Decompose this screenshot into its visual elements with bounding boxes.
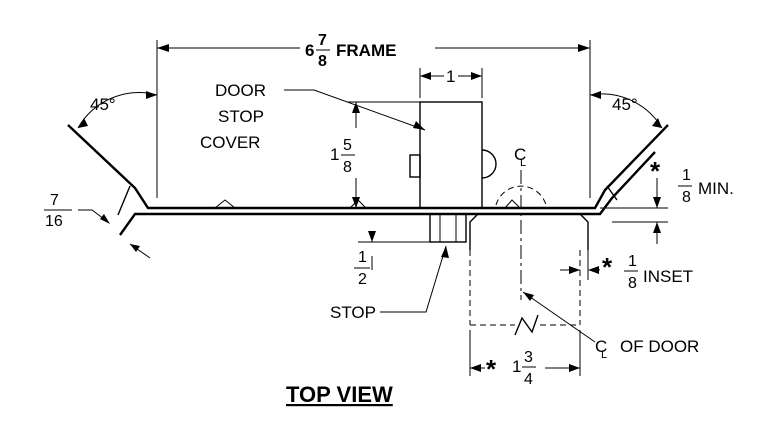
frame-width-dimension (156, 40, 591, 198)
frame-dim-num: 7 (318, 32, 327, 49)
stop-depth-dimension (358, 231, 430, 270)
angle-right (589, 91, 663, 129)
min-dimension (653, 178, 661, 244)
door-thickness-den: 4 (524, 371, 533, 388)
cover-depth-den: 8 (343, 159, 352, 176)
frame-dim-whole: 6 (305, 41, 314, 60)
cover-depth-whole: 1 (330, 145, 339, 164)
cover-width-dimension (419, 68, 483, 98)
flange-den: 16 (45, 213, 63, 230)
door-cl-mark: C (595, 337, 607, 356)
door-thickness-dimension (469, 330, 581, 376)
door-stop-cover (409, 101, 497, 209)
door-stop-cover-leader (284, 89, 426, 131)
frame-profile (67, 124, 669, 236)
door-stop-cover-label-1: DOOR (215, 81, 266, 100)
door-stop-cover-label-3: COVER (200, 133, 260, 152)
angle-left (77, 91, 158, 129)
inset-num: 1 (628, 253, 637, 270)
door-thickness-num: 3 (524, 349, 533, 366)
inset-word: INSET (643, 267, 693, 286)
door-thickness-whole: 1 (512, 357, 521, 376)
door-thickness-star: * (486, 354, 497, 384)
min-den: 8 (682, 189, 691, 206)
door-cl-word: OF DOOR (620, 337, 699, 356)
stop-label: STOP (330, 303, 376, 322)
inset-den: 8 (628, 275, 637, 292)
door-stop-cover-label-2: STOP (218, 107, 264, 126)
centerline-mark: C (514, 145, 526, 164)
door-cl-sub: L (601, 349, 607, 361)
cover-depth-num: 5 (343, 137, 352, 154)
view-title: TOP VIEW (286, 382, 393, 407)
stop-depth-den: 2 (358, 271, 367, 288)
min-word: MIN. (698, 179, 734, 198)
inset-dimension (560, 250, 600, 280)
flange-num: 7 (50, 192, 59, 209)
frame-dim-den: 8 (318, 53, 327, 70)
centerline-sub: L (520, 157, 526, 169)
stop-leader (380, 245, 447, 313)
min-star: * (650, 156, 661, 186)
stop-block (429, 213, 467, 243)
cover-depth-dimension (348, 101, 420, 208)
stop-depth-num: 1 (358, 249, 367, 266)
min-num: 1 (682, 167, 691, 184)
door-cl-leader (522, 291, 596, 343)
angle-left-label: 45° (90, 95, 116, 114)
frame-dim-label: FRAME (336, 41, 396, 60)
inset-star: * (602, 252, 613, 282)
door-outline (469, 170, 589, 336)
cover-width-label: 1 (446, 67, 455, 86)
angle-right-label: 45° (612, 95, 638, 114)
